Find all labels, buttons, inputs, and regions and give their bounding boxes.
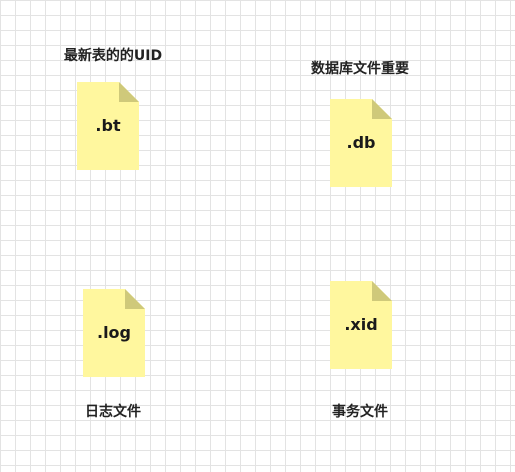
file-bt: .bt xyxy=(77,82,139,170)
file-icon xyxy=(83,289,145,377)
file-ext-log: .log xyxy=(96,323,131,342)
file-body xyxy=(77,82,139,170)
file-body xyxy=(330,99,392,187)
file-body xyxy=(330,281,392,369)
file-fold xyxy=(119,82,139,102)
file-db: .db xyxy=(330,99,392,187)
file-xid: .xid xyxy=(330,281,392,369)
file-icon xyxy=(330,99,392,187)
file-fold xyxy=(125,289,145,309)
file-icon xyxy=(77,82,139,170)
file-ext-bt: .bt xyxy=(95,116,121,135)
file-fold xyxy=(372,281,392,301)
file-icon xyxy=(330,281,392,369)
file-log: .log xyxy=(83,289,145,377)
caption-log: 日志文件 xyxy=(85,404,141,420)
file-ext-xid: .xid xyxy=(344,315,378,334)
file-ext-db: .db xyxy=(346,133,376,152)
caption-db: 数据库文件重要 xyxy=(311,61,409,77)
caption-xid: 事务文件 xyxy=(332,404,388,420)
file-body xyxy=(83,289,145,377)
file-fold xyxy=(372,99,392,119)
caption-bt: 最新表的的UID xyxy=(63,48,163,64)
